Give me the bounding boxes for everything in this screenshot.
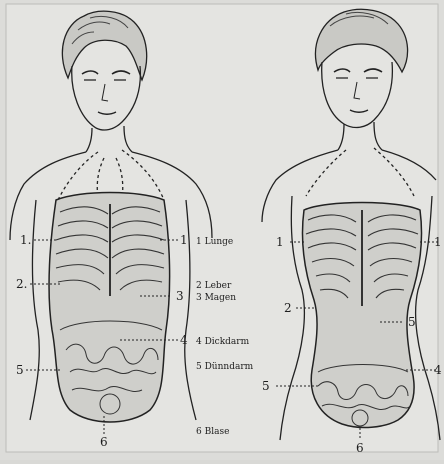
- left-label-5: 5: [16, 363, 24, 377]
- right-label-1b: 1: [434, 235, 442, 249]
- legend-magen: 3 Magen: [196, 293, 236, 303]
- left-label-2: 2.: [16, 277, 27, 291]
- legend-dickdarm: 4 Dickdarm: [196, 337, 250, 347]
- left-label-1b: 1: [180, 233, 188, 247]
- right-label-5a: 5: [408, 315, 416, 329]
- legend-lunge: 1 Lunge: [196, 237, 233, 247]
- right-label-6: 6: [356, 441, 364, 455]
- left-label-6: 6: [100, 435, 108, 449]
- left-label-1a: 1.: [20, 233, 31, 247]
- right-label-5b: 5: [262, 379, 270, 393]
- legend-blase: 6 Blase: [196, 427, 229, 437]
- left-label-3: 3: [176, 289, 184, 303]
- right-label-2: 2: [284, 301, 292, 315]
- right-label-4: 4: [434, 363, 442, 377]
- left-label-4: 4: [180, 333, 188, 347]
- legend-leber: 2 Leber: [196, 281, 232, 291]
- right-label-1a: 1: [276, 235, 284, 249]
- legend-duenndarm: 5 Dünndarm: [196, 362, 254, 372]
